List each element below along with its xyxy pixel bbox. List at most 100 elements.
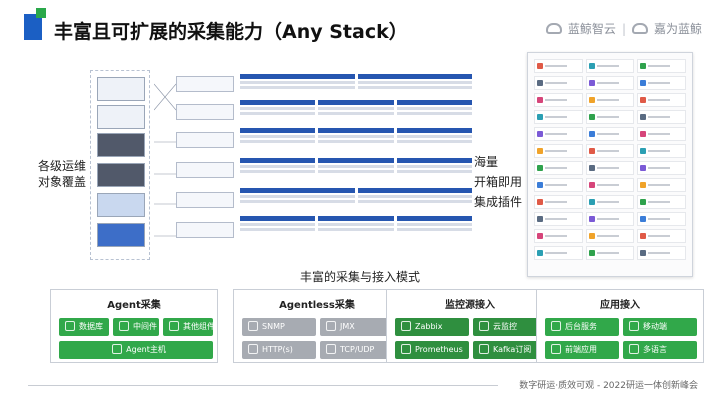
layer-block-1 (240, 74, 472, 91)
footer-divider (28, 385, 498, 386)
plugin-logo-icon (640, 131, 647, 137)
plugin-tile (534, 178, 583, 192)
plugin-name-placeholder (596, 116, 619, 118)
layer-block-4 (240, 158, 472, 175)
plugin-tile (534, 212, 583, 226)
plugin-tile (585, 246, 635, 260)
plugin-logo-icon (537, 131, 543, 137)
plugins-caption-line3: 集成插件 (474, 195, 523, 209)
chip-database-label: 数据库 (79, 322, 103, 331)
plugin-logo-icon (537, 63, 543, 69)
plugin-tile (534, 76, 583, 90)
panel-agentless: Agentless采集 SNMP JMX HTTP(s) TCP/UDP (233, 289, 401, 363)
chip-kafka[interactable]: Kafka订阅 (473, 341, 547, 359)
chip-http-label: HTTP(s) (262, 345, 293, 354)
chip-agent-host[interactable]: Agent主机 (59, 341, 213, 359)
plugin-tile (585, 161, 635, 175)
plugin-name-placeholder (545, 167, 567, 169)
plugin-name-placeholder (596, 184, 619, 186)
plugin-logo-icon (537, 199, 543, 205)
brand-right: 嘉为蓝鲸 (653, 22, 702, 36)
panel-agent: Agent采集 数据库 中间件 其他组件 Agent主机 (50, 289, 218, 363)
plugin-logo-icon (640, 165, 647, 171)
plugin-tile (637, 76, 686, 90)
plugin-logo-icon (537, 182, 543, 188)
plugin-name-placeholder (545, 82, 567, 84)
plugin-name-placeholder (648, 99, 671, 101)
plugin-tile (585, 127, 635, 141)
kafka-icon (479, 344, 489, 354)
plugin-tile (534, 144, 583, 158)
plugin-tile (585, 229, 635, 243)
plugin-logo-icon (588, 216, 595, 222)
coverage-caption-line1: 各级运维 (38, 159, 87, 173)
slide-title: 丰富且可扩展的采集能力（Any Stack） (54, 21, 408, 43)
chip-jmx[interactable]: JMX (320, 318, 394, 336)
chip-frontend[interactable]: 前端应用 (545, 341, 619, 359)
chip-cloud-monitor[interactable]: 云监控 (473, 318, 547, 336)
plugin-name-placeholder (648, 82, 671, 84)
plugin-logo-icon (640, 63, 647, 69)
coverage-caption: 各级运维 对象覆盖 (38, 158, 86, 190)
chip-jmx-label: JMX (340, 322, 355, 331)
chip-snmp[interactable]: SNMP (242, 318, 316, 336)
plugin-logo-icon (588, 131, 595, 137)
plugin-tile (585, 195, 635, 209)
plugin-logo-icon (588, 182, 595, 188)
plugin-marketplace-screenshot (527, 52, 693, 277)
plugin-name-placeholder (545, 65, 567, 67)
plugin-name-placeholder (648, 235, 671, 237)
chip-multilang[interactable]: 多语言 (623, 341, 697, 359)
socket-icon (326, 344, 336, 354)
chip-frontend-label: 前端应用 (565, 345, 597, 354)
chip-zabbix[interactable]: Zabbix (395, 318, 469, 336)
plugin-logo-icon (640, 182, 647, 188)
plugin-name-placeholder (648, 218, 671, 220)
plugin-name-placeholder (648, 133, 671, 135)
plugin-tile (585, 93, 635, 107)
plugin-tile (534, 229, 583, 243)
chip-prometheus[interactable]: Prometheus (395, 341, 469, 359)
brand-separator: | (621, 21, 626, 36)
chip-tcp-udp-label: TCP/UDP (340, 345, 375, 354)
plugin-tile (585, 76, 635, 90)
plugin-logo-icon (588, 250, 595, 256)
plugin-name-placeholder (648, 150, 671, 152)
chip-mobile[interactable]: 移动端 (623, 318, 697, 336)
layer-block-2 (240, 100, 472, 117)
plugins-caption-line1: 海量 (474, 155, 499, 169)
chip-other-component[interactable]: 其他组件 (163, 318, 213, 336)
middleware-icon (119, 321, 129, 331)
plugin-logo-icon (640, 114, 647, 120)
plugin-tile (585, 144, 635, 158)
plugin-logo-icon (588, 80, 595, 86)
plugins-caption-line2: 开箱即用 (474, 175, 523, 189)
plugin-name-placeholder (596, 167, 619, 169)
chip-agent-host-label: Agent主机 (126, 345, 166, 354)
plugin-logo-icon (588, 233, 595, 239)
plugin-logo-icon (588, 97, 595, 103)
plugin-logo-icon (640, 97, 647, 103)
plugin-tile (637, 59, 686, 73)
chip-http[interactable]: HTTP(s) (242, 341, 316, 359)
plugin-tile (534, 161, 583, 175)
panel-monitor-source-title: 监控源接入 (445, 300, 495, 311)
chip-database[interactable]: 数据库 (59, 318, 109, 336)
coverage-caption-line2: 对象覆盖 (38, 175, 87, 189)
plugin-logo-icon (640, 199, 647, 205)
plugin-name-placeholder (648, 65, 671, 67)
plugin-name-placeholder (596, 133, 619, 135)
chip-backend[interactable]: 后台服务 (545, 318, 619, 336)
plugin-logo-icon (588, 165, 595, 171)
layer-label-3 (176, 132, 234, 148)
layer-label-5 (176, 192, 234, 208)
plugin-name-placeholder (648, 116, 671, 118)
chip-tcp-udp[interactable]: TCP/UDP (320, 341, 394, 359)
layer-thumb-1 (97, 77, 145, 101)
chip-other-component-label: 其他组件 (183, 322, 213, 331)
plugin-logo-icon (640, 233, 647, 239)
cloud-icon (479, 321, 489, 331)
plugin-name-placeholder (545, 150, 567, 152)
chip-middleware[interactable]: 中间件 (113, 318, 159, 336)
bk-logo-icon (545, 23, 562, 34)
